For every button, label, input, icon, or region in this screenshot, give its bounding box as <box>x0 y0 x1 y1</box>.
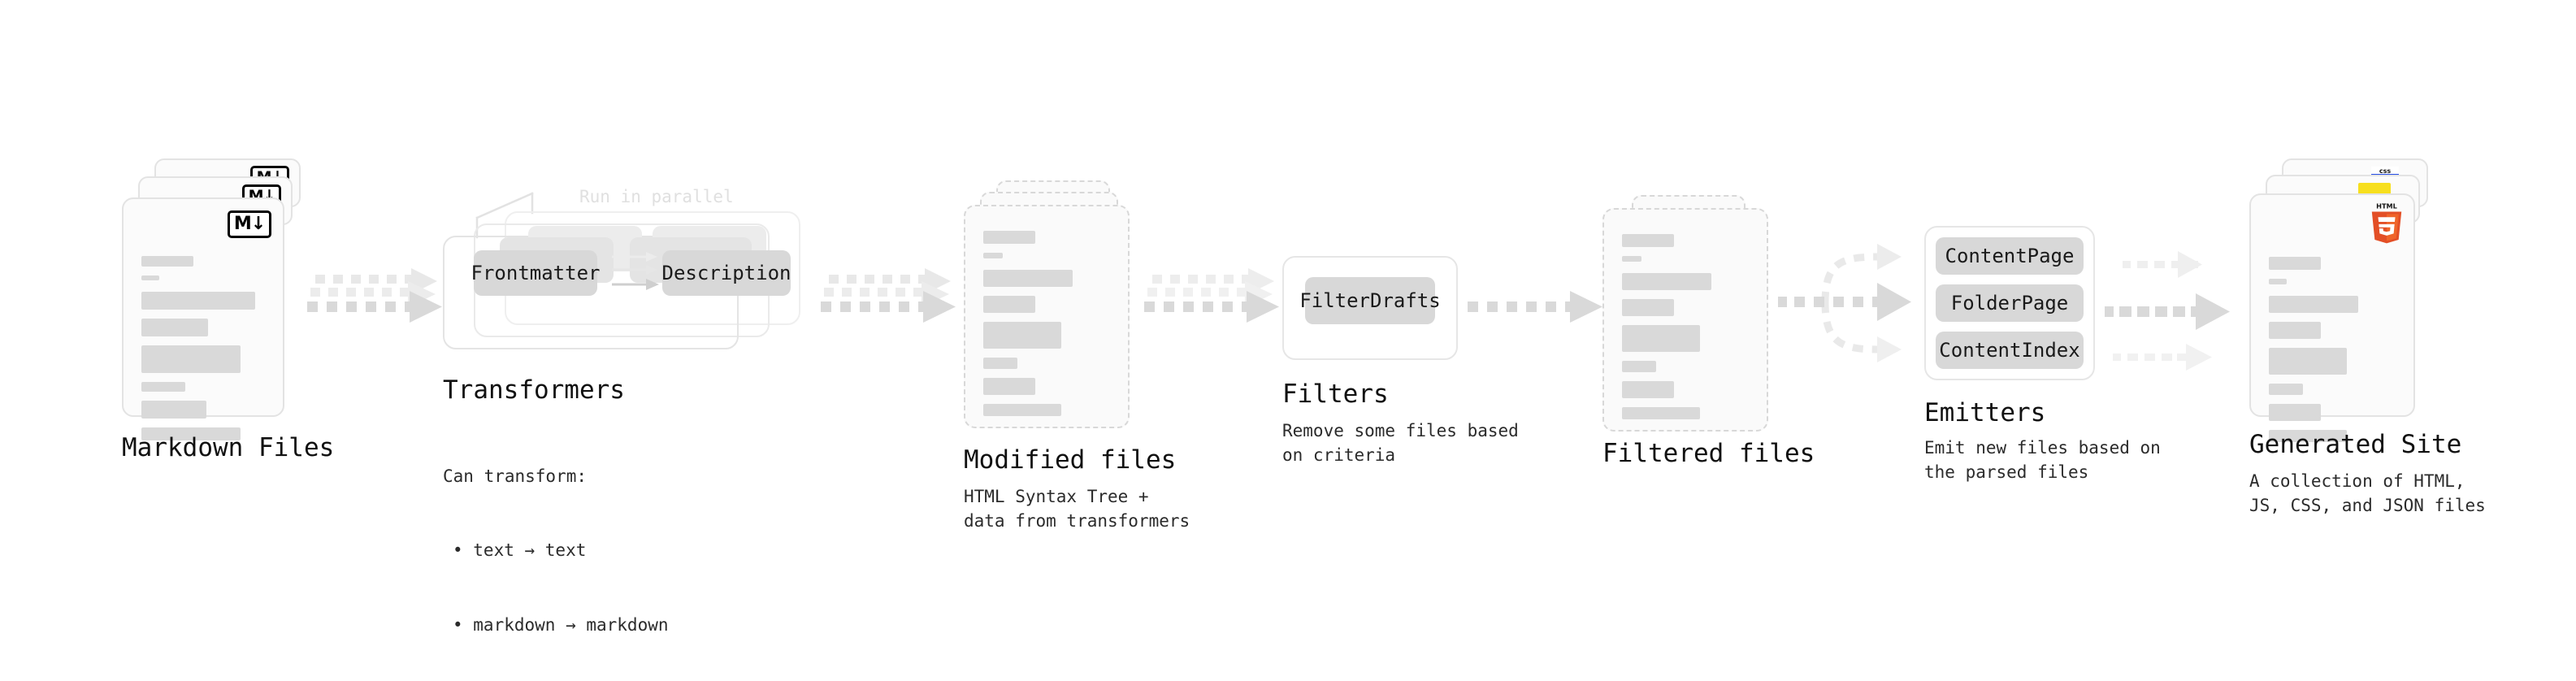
content-bar <box>141 382 185 392</box>
site-card-front: HTML <box>2249 193 2415 442</box>
markdown-card-stack: M↓ M↓ M↓ <box>122 158 309 440</box>
generated-site-description: A collection of HTML, JS, CSS, and JSON … <box>2249 471 2486 516</box>
emitters-description: Emit new files based on the parsed files <box>1924 438 2161 483</box>
content-bar <box>983 322 1061 349</box>
transformer-pill-description[interactable]: Description <box>662 250 791 296</box>
site-card-content <box>2251 195 2413 442</box>
emitters-title: Emitters <box>1924 398 2046 427</box>
modified-card-front <box>964 205 1130 428</box>
stage-markdown-files: M↓ M↓ M↓ Markdown Fi <box>122 158 334 462</box>
filters-group-box <box>1282 256 1458 360</box>
emitters-group-box <box>1924 226 2095 380</box>
markdown-badge-icon: M↓ <box>228 210 271 238</box>
content-bar <box>1622 256 1641 262</box>
content-bar <box>2269 384 2303 395</box>
svg-text:HTML: HTML <box>2376 202 2397 210</box>
transformers-title: Transformers <box>443 375 625 405</box>
content-bar <box>983 358 1017 369</box>
transformers-bullet-2: • markdown → markdown <box>453 614 669 635</box>
modified-card-stack <box>964 180 1151 428</box>
content-bar <box>983 270 1073 287</box>
emitter-pill-contentpage[interactable]: ContentPage <box>1936 237 2084 275</box>
filter-pill-filterdrafts-label: FilterDrafts <box>1299 289 1441 312</box>
content-bar <box>2269 430 2347 442</box>
content-bar <box>983 296 1035 313</box>
content-bar <box>983 404 1061 416</box>
transformer-pill-description-label: Description <box>661 262 791 284</box>
transformers-desc-head: Can transform: <box>443 466 588 486</box>
emitter-pill-folderpage[interactable]: FolderPage <box>1936 284 2084 322</box>
emitter-pill-contentindex[interactable]: ContentIndex <box>1936 332 2084 369</box>
modified-files-description: HTML Syntax Tree + data from transformer… <box>964 487 1190 531</box>
filtered-card-front <box>1602 208 1768 432</box>
content-bar <box>1622 299 1674 316</box>
generated-site-title: Generated Site <box>2249 430 2462 459</box>
filters-title: Filters <box>1282 380 1389 409</box>
arrow-emitters-to-site <box>2105 251 2230 371</box>
stage-generated-site: css HTML <box>2249 158 2486 515</box>
content-bar <box>1622 325 1700 352</box>
content-bar <box>1622 381 1674 398</box>
run-in-parallel-label: Run in parallel <box>579 187 734 206</box>
content-bar <box>983 231 1035 244</box>
content-bar <box>2269 348 2347 375</box>
arrow-filtered-to-emitters-fanout <box>1778 244 1911 362</box>
stage-modified-files: Modified files HTML Syntax Tree + data f… <box>964 180 1190 531</box>
content-bar <box>141 401 206 419</box>
emitter-pill-contentindex-label: ContentIndex <box>1939 339 2080 362</box>
transformer-pill-frontmatter-label: Frontmatter <box>471 262 601 284</box>
filter-pill-filterdrafts[interactable]: FilterDrafts <box>1299 277 1441 324</box>
content-bar <box>141 319 208 336</box>
content-bar <box>1622 234 1674 247</box>
transformer-pill-frontmatter[interactable]: Frontmatter <box>471 250 600 296</box>
arrow-modified-to-filters <box>1144 268 1279 323</box>
content-bar <box>2269 404 2321 421</box>
modified-card-content <box>965 206 1128 427</box>
content-bar <box>141 345 241 373</box>
content-bar <box>2269 296 2358 313</box>
transformers-bullet-1: • text → text <box>453 540 587 561</box>
content-bar <box>2269 257 2321 270</box>
content-bar <box>1622 407 1700 419</box>
content-bar <box>141 256 193 267</box>
content-bar <box>141 292 255 310</box>
content-bar <box>1622 361 1656 372</box>
site-card-stack: css HTML <box>2249 158 2444 442</box>
filtered-files-title: Filtered files <box>1602 439 1815 468</box>
content-bar <box>141 275 159 280</box>
arrow-markdown-to-transformers <box>307 268 442 323</box>
content-bar <box>1622 273 1711 290</box>
filters-description: Remove some files based on criteria <box>1282 421 1519 466</box>
arrow-transformers-to-modified <box>821 268 956 323</box>
stage-filtered-files: Filtered files <box>1602 195 1815 468</box>
content-bar <box>141 427 241 440</box>
emitter-pill-folderpage-label: FolderPage <box>1950 292 2069 314</box>
modified-files-title: Modified files <box>964 445 1177 475</box>
content-bar <box>983 253 1003 258</box>
content-bar <box>2269 279 2287 284</box>
filtered-card-stack <box>1602 195 1789 432</box>
markdown-card-front: M↓ <box>122 197 284 440</box>
markdown-files-title: Markdown Files <box>122 433 335 462</box>
content-bar <box>983 378 1035 395</box>
arrow-filters-to-filtered <box>1468 291 1602 323</box>
transformer-inner-arrows <box>612 252 659 290</box>
content-bar <box>2269 322 2321 339</box>
html5-icon: HTML <box>2371 202 2402 244</box>
emitter-pill-contentpage-label: ContentPage <box>1945 245 2075 267</box>
filtered-card-content <box>1604 210 1767 430</box>
transformers-description: Can transform: • text → text • markdown … <box>443 414 669 681</box>
markdown-card-content <box>124 199 283 440</box>
